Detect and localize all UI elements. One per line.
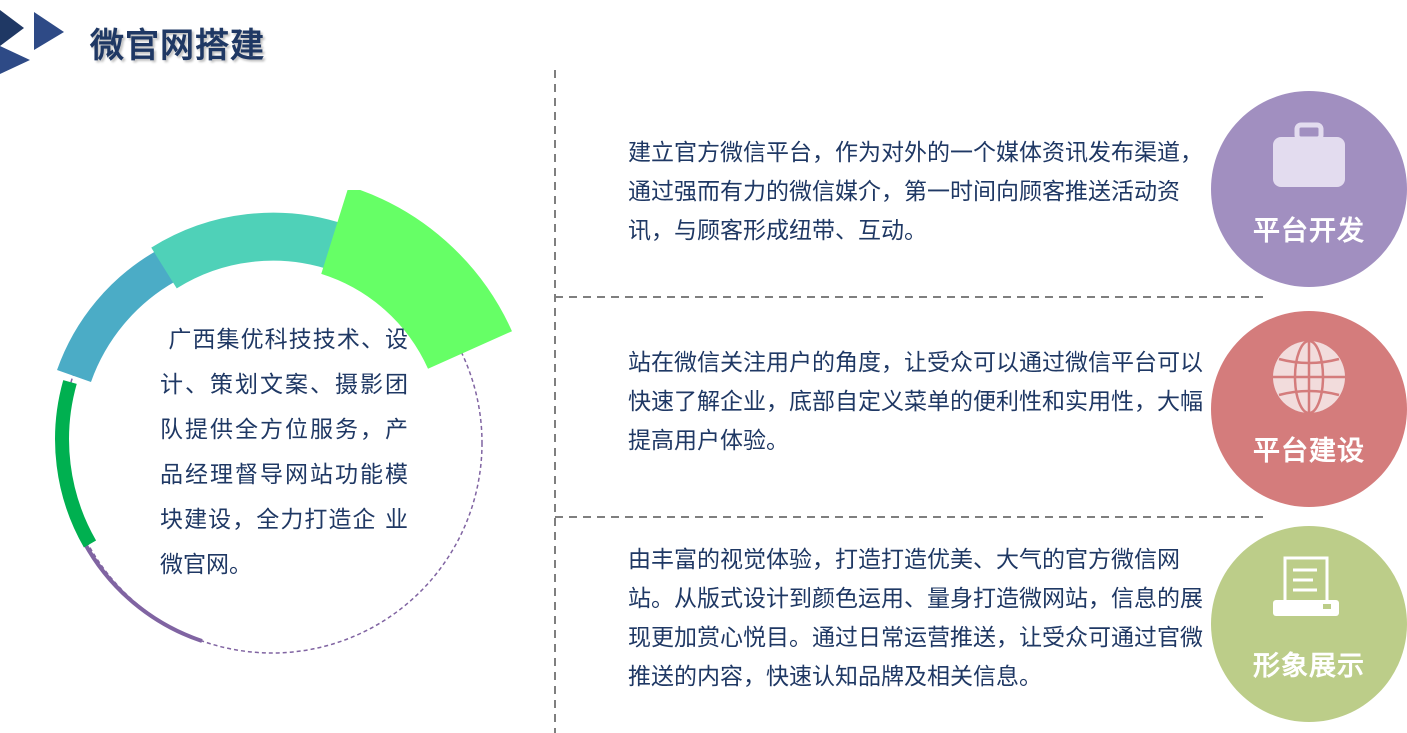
page-title: 微官网搭建 [90, 26, 265, 66]
ring-segment-purple [82, 541, 203, 643]
circle-image-display: 形象展示 [1211, 526, 1407, 722]
intro-text: 广西集优科技技术、设计、策划文案、摄影团队提供全方位服务，产品经理督导网站功能模… [160, 327, 409, 578]
globe-icon [1273, 341, 1345, 415]
ring-segment-green [55, 380, 97, 548]
logo-arrows [0, 10, 64, 74]
ring-segment-blue [57, 250, 176, 383]
section-text-platform-build: 站在微信关注用户的角度，让受众可以通过微信平台可以快速了解企业，底部自定义菜单的… [628, 350, 1203, 454]
section-text-image-display: 由丰富的视觉体验，打造打造优美、大气的官方微信网站。从版式设计到颜色运用、量身打… [628, 547, 1203, 690]
circle-platform-build: 平台建设 [1211, 311, 1407, 507]
circle-label-platform-dev: 平台开发 [1253, 216, 1365, 247]
circle-platform-dev: 平台开发 [1211, 91, 1407, 287]
briefcase-icon [1273, 122, 1345, 187]
section-text-platform-dev: 建立官方微信平台，作为对外的一个媒体资讯发布渠道，通过强而有力的微信媒介，第一时… [628, 140, 1203, 244]
circle-label-image-display: 形象展示 [1253, 651, 1365, 682]
circle-label-platform-build: 平台建设 [1253, 436, 1365, 467]
segmented-ring [55, 190, 512, 654]
ring-segment-teal [151, 212, 348, 289]
printer-icon [1273, 556, 1339, 616]
ring-segment-lime [320, 190, 512, 370]
